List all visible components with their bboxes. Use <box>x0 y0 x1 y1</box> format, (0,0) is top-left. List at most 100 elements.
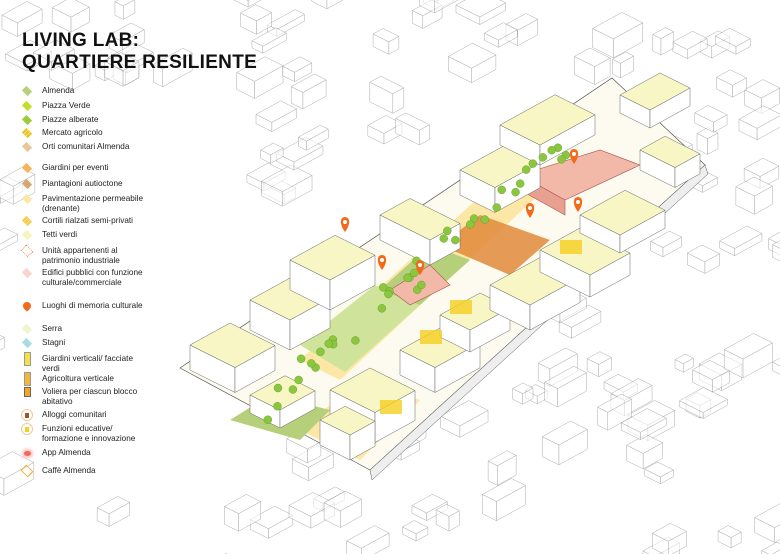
legend-item: Piazze alberate <box>20 114 98 126</box>
context-building <box>323 490 362 528</box>
context-building <box>297 124 329 151</box>
legend-item: Giardini verticali/ facciate verdi <box>20 352 152 373</box>
tree <box>469 214 479 223</box>
legend-label: Agricoltura verticale <box>42 374 114 383</box>
tree <box>443 226 452 236</box>
context-building <box>282 56 313 83</box>
tree <box>324 339 333 348</box>
diamond-icon <box>20 193 34 205</box>
tree <box>515 179 525 188</box>
tree <box>296 354 306 363</box>
diamond-icon <box>20 229 34 241</box>
context-building <box>311 0 344 10</box>
striped-diamond-icon <box>20 127 34 139</box>
legend-label: Edifici pubblici con funzione culturale/… <box>42 268 143 287</box>
context-building <box>651 523 687 554</box>
legend-item: Edifici pubblici con funzione culturale/… <box>20 267 152 287</box>
diamond-icon <box>20 100 34 112</box>
context-building <box>233 0 262 8</box>
circle-square-icon <box>20 423 34 435</box>
title-line-2: QUARTIERE RESILIENTE <box>22 52 258 73</box>
striped-diamond-icon <box>20 215 34 227</box>
legend-label: Luoghi di memoria culturale <box>42 301 143 310</box>
context-building <box>447 42 497 84</box>
legend-item: Serra <box>20 323 63 335</box>
page-title: LIVING LAB: QUARTIERE RESILIENTE <box>22 30 257 74</box>
pin-icon <box>569 149 579 164</box>
legend-item: Voliera per ciascun blocco abitativo <box>20 387 152 406</box>
building-block <box>579 189 666 254</box>
context-building <box>0 451 35 496</box>
context-building <box>249 505 294 539</box>
legend-item: Luoghi di memoria culturale <box>20 300 143 312</box>
building-block <box>539 227 631 298</box>
context-building <box>395 112 430 146</box>
context-building <box>152 48 193 88</box>
legend-item: Caffè Almenda <box>20 464 96 478</box>
context-building <box>719 225 763 257</box>
pin-icon <box>415 260 425 275</box>
context-building <box>672 30 708 60</box>
bar-icon <box>20 372 34 386</box>
building-block <box>379 198 461 266</box>
legend-item: Piazza Verde <box>20 100 90 112</box>
building-block <box>319 405 376 461</box>
context-building <box>686 244 721 274</box>
context-building <box>251 27 288 54</box>
context-building <box>255 100 298 132</box>
diamond-icon <box>20 323 34 335</box>
tree <box>521 165 531 174</box>
legend-item: Funzioni educative/ formazione e innovaz… <box>20 423 152 443</box>
context-building <box>512 382 534 405</box>
legend-label: Serra <box>42 324 63 333</box>
legend-item: Tetti verdi <box>20 229 77 241</box>
context-building <box>290 73 327 110</box>
context-building <box>611 51 635 79</box>
context-building <box>771 240 780 262</box>
context-building <box>597 393 633 431</box>
context-building <box>626 434 664 470</box>
context-building <box>439 400 489 438</box>
legend-label: Pavimentazione permeabile (drenante) <box>42 194 144 213</box>
tree <box>351 336 360 345</box>
legend-label: Stagni <box>42 338 66 347</box>
context-building <box>260 164 313 207</box>
legend-item: Mercato agricolo <box>20 127 103 139</box>
building-block <box>289 234 376 311</box>
legend-label: Cortili rialzati semi-privati <box>42 216 133 225</box>
pin-icon <box>573 197 583 212</box>
diamond-icon <box>20 178 34 190</box>
tree <box>316 347 325 357</box>
title-line-1: LIVING LAB: <box>22 30 140 51</box>
context-building <box>260 142 284 164</box>
legend-item: Unità appartenenti al patrimonio industr… <box>20 244 152 265</box>
legend-item: Cortili rialzati semi-privati <box>20 215 133 227</box>
context-building <box>481 478 526 522</box>
context-building <box>644 461 674 485</box>
tree <box>511 187 520 197</box>
diamond-icon <box>20 141 34 153</box>
legend-label: Piantagioni autioctone <box>42 179 123 188</box>
context-building <box>0 335 5 351</box>
context-building <box>723 333 773 379</box>
vertical-garden <box>380 400 402 414</box>
context-building <box>236 56 284 99</box>
context-building <box>1 1 43 37</box>
tree-diamond-icon <box>20 114 34 126</box>
legend-item: App Almenda <box>20 448 91 458</box>
diamond-icon <box>20 267 34 279</box>
tree <box>410 268 419 278</box>
cultural-memory-pins <box>340 149 583 275</box>
dotted-diamond-icon <box>20 244 34 258</box>
context-building <box>223 494 262 532</box>
context-building <box>401 520 429 542</box>
tree <box>547 146 556 155</box>
context-building <box>487 450 517 486</box>
legend-item: Agricoltura verticale <box>20 372 114 386</box>
legend-label: Alloggi comunitari <box>42 410 107 419</box>
context-building <box>114 0 136 20</box>
tree <box>538 153 548 162</box>
context-building <box>239 4 273 35</box>
legend-label: Unità appartenenti al patrimonio industr… <box>42 246 120 265</box>
context-building <box>483 22 518 48</box>
